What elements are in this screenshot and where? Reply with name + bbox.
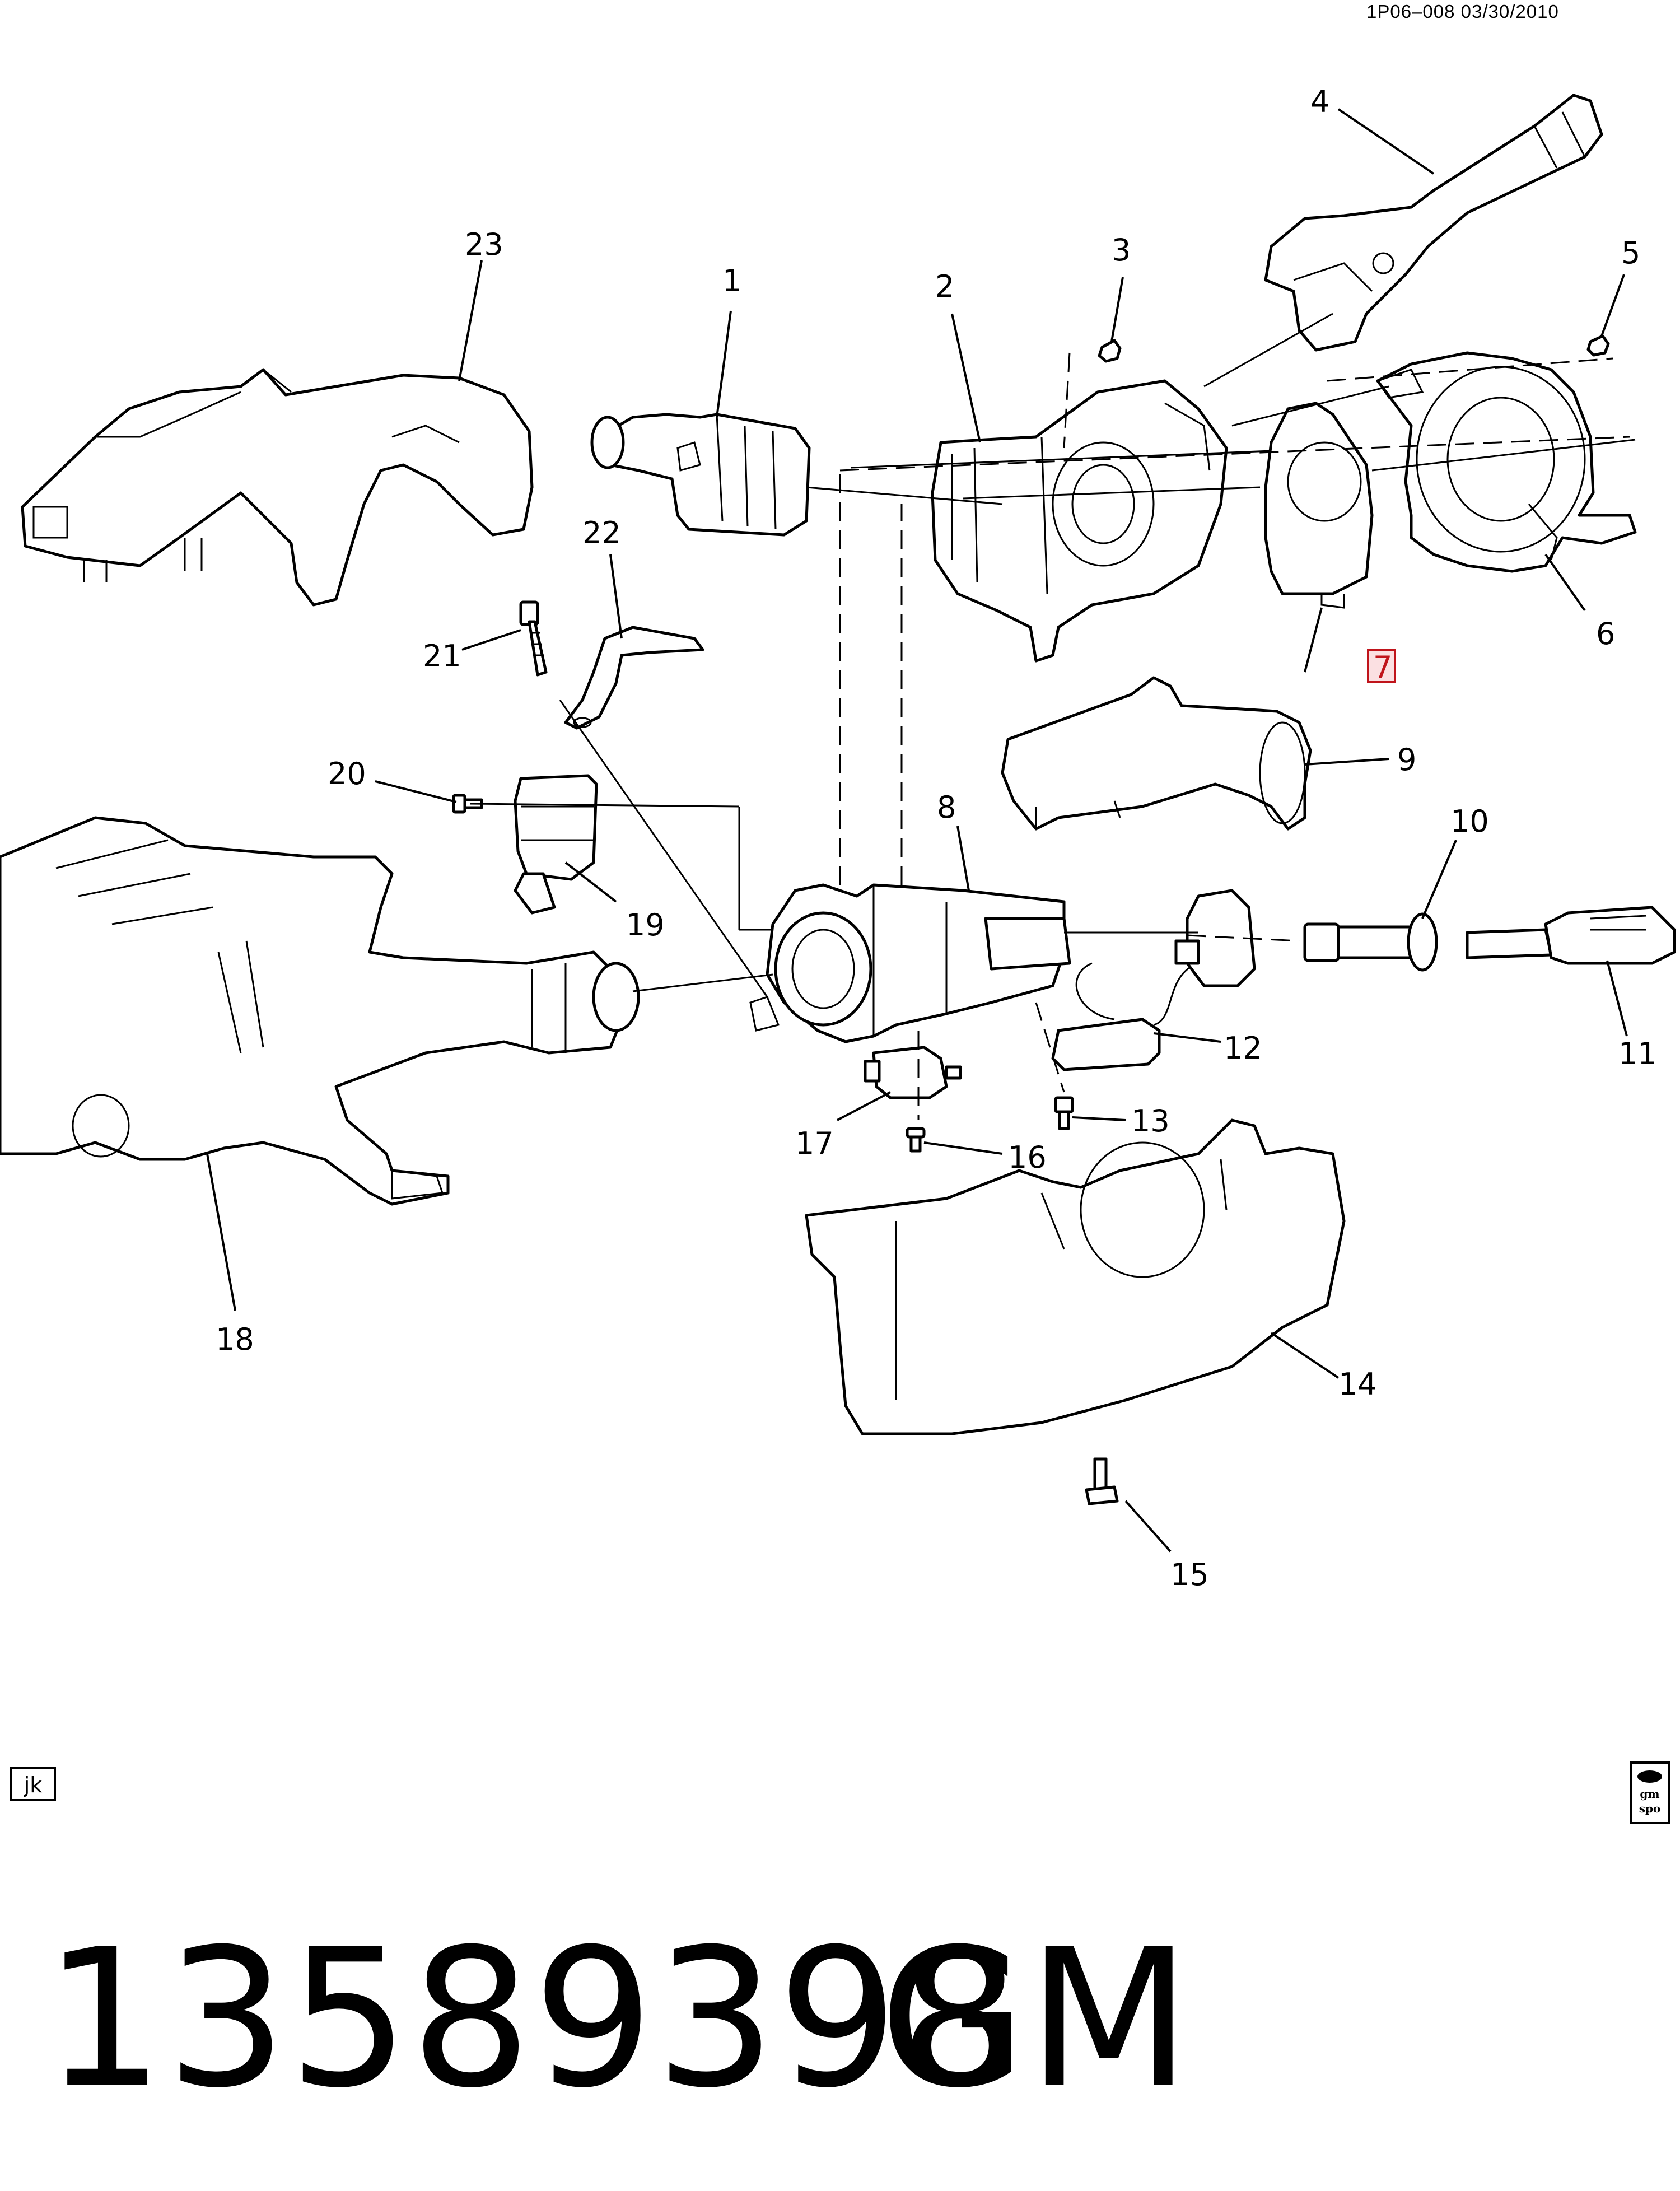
switch-housing-2 [931,379,1228,663]
logo-line-1: gm [1640,1787,1660,1801]
clockspring-6 [1376,351,1637,573]
bolt-21 [519,600,548,677]
callout-19: 19 [626,907,665,943]
callout-6: 6 [1596,616,1615,651]
antenna-module-12 [1051,962,1199,1071]
callout-3: 3 [1112,232,1131,268]
callout-7: 7 [1373,650,1392,685]
steering-angle-sensor-7 [1264,402,1374,609]
nut-3 [1098,339,1122,363]
logo-line-2: spo [1639,1802,1661,1815]
wiper-switch-4 [1264,94,1603,352]
callout-leaders [206,108,1628,1553]
nut-5 [1586,334,1610,357]
callout-2: 2 [935,269,954,304]
callout-12: 12 [1224,1031,1262,1066]
key-fob-11 [1466,906,1676,965]
callout-18: 18 [216,1322,254,1357]
callout-11: 11 [1618,1036,1657,1071]
callout-7-highlight: 7 [1367,649,1396,685]
callout-14: 14 [1338,1367,1377,1402]
callout-9: 9 [1397,742,1416,777]
screw-15 [1085,1457,1119,1505]
callout-4: 4 [1310,84,1329,119]
gmspo-logo: gm spo [1630,1761,1670,1824]
switch-17 [864,1046,962,1099]
logo-oval [1637,1770,1662,1783]
screw-16 [906,1127,926,1153]
diagram-reference: 1P06–008 03/30/2010 [1366,1,1559,22]
module-19 [514,774,598,915]
callout-15: 15 [1170,1557,1209,1592]
callout-21: 21 [423,638,461,674]
callout-22: 22 [582,515,621,551]
ignition-housing-8 [749,883,1071,1043]
cover-insert-9 [1001,676,1312,831]
bracket-22 [564,626,704,730]
callout-labels: 1 2 3 4 5 6 7 8 9 10 11 12 13 14 15 16 1… [216,84,1657,1592]
turn-signal-switch-1 [590,413,811,537]
upper-column-cover-23 [21,368,534,607]
callout-13: 13 [1131,1103,1170,1139]
connector [1174,889,1256,987]
callout-10: 10 [1450,804,1489,839]
callout-5: 5 [1621,235,1640,271]
screw-13 [1054,1096,1074,1130]
callout-8: 8 [937,790,956,825]
callout-16: 16 [1008,1140,1047,1175]
lower-column-cover-14 [805,1118,1346,1435]
callout-23: 23 [465,227,503,262]
brand-name: GM [879,1908,1191,2130]
illustrator-initials: jk [10,1767,56,1801]
callout-1: 1 [722,263,741,299]
steering-column-18 [0,816,640,1206]
part-number: 13589398 [44,1908,1022,2130]
callout-17: 17 [795,1126,834,1161]
lock-cylinder-10 [1303,912,1438,972]
callout-20: 20 [328,756,366,791]
guide-lines [470,313,1636,1120]
